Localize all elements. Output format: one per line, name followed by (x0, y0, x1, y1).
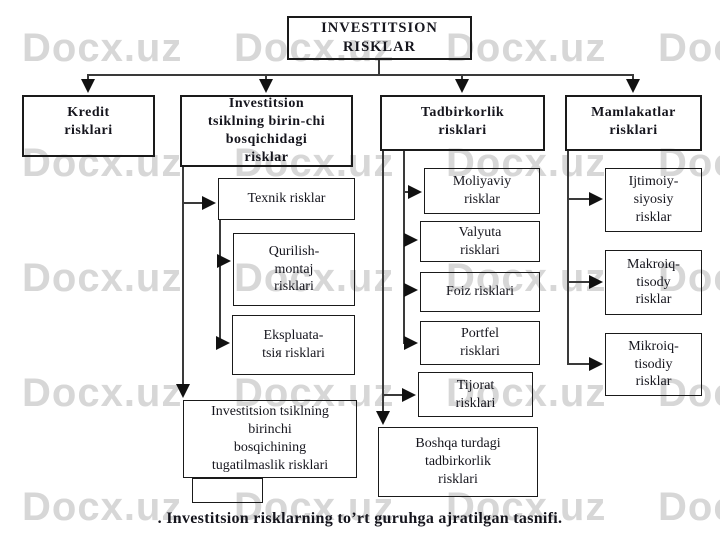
qurilish-montaj-box: Qurilish- montaj risklari (233, 233, 355, 306)
watermark-text: Docx.uz (446, 26, 607, 70)
moliyaviy-risklar-box: Moliyaviy risklar (424, 168, 540, 214)
watermark-text: Docx.uz (234, 485, 395, 529)
watermark-text: Docx.uz (234, 141, 395, 185)
mikroiqtisodiy-box: Mikroiq- tisodiy risklar (605, 333, 702, 396)
watermark-text: Docx.uz (658, 256, 720, 300)
watermark-text: Docx.uz (446, 485, 607, 529)
watermark-text: Docx.uz (234, 26, 395, 70)
investitsion-tsikl-bosqich-box: Investitsion tsiklning birin-chi bosqich… (180, 95, 353, 167)
empty-stub-box (192, 478, 263, 503)
root-box-investitsion-risklar: INVESTITSION RISKLAR (287, 16, 472, 60)
mamlakatlar-risklari-box: Mamlakatlar risklari (565, 95, 702, 151)
watermark-text: Docx.uz (234, 371, 395, 415)
watermark-text: Docx.uz (446, 371, 607, 415)
watermark-text: Docx.uz (22, 371, 183, 415)
watermark-text: Docx.uz (658, 485, 720, 529)
ekspluatatsiya-box: Ekspluata- tsiя risklari (232, 315, 355, 375)
texnik-risklar-box: Texnik risklar (218, 178, 355, 220)
foiz-risklari-box: Foiz risklari (420, 272, 540, 312)
watermark-text: Docx.uz (658, 26, 720, 70)
watermark-text: Docx.uz (446, 256, 607, 300)
ijtimoiy-siyosiy-box: Ijtimoiy- siyosiy risklar (605, 168, 702, 232)
boshqa-turdagi-box: Boshqa turdagi tadbirkorlik risklari (378, 427, 538, 497)
watermark-text: Docx.uz (234, 256, 395, 300)
tugatilmaslik-risklari-box: Investitsion tsiklning birinchi bosqichi… (183, 400, 357, 478)
tadbirkorlik-risklari-box: Tadbirkorlik risklari (380, 95, 545, 151)
kredit-risklari-box: Kredit risklari (22, 95, 155, 157)
watermark-text: Docx.uz (658, 371, 720, 415)
watermark-text: Docx.uz (22, 256, 183, 300)
tijorat-risklari-box: Tijorat risklari (418, 372, 533, 417)
watermark-text: Docx.uz (22, 485, 183, 529)
figure-caption: . Investitsion risklarning to’rt guruhga… (157, 510, 563, 527)
watermark-text: Docx.uz (22, 26, 183, 70)
valyuta-risklari-box: Valyuta risklari (420, 221, 540, 262)
portfel-risklari-box: Portfel risklari (420, 321, 540, 365)
makroiqtisodiy-box: Makroiq- tisody risklar (605, 250, 702, 315)
